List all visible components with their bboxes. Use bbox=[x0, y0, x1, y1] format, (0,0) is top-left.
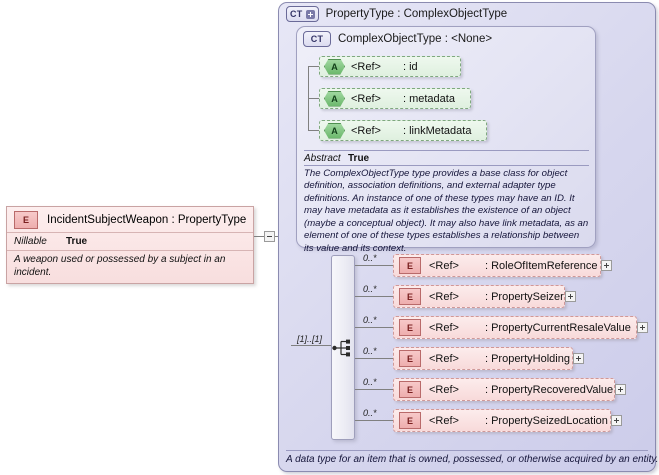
element-ref-label: <Ref> bbox=[429, 383, 459, 396]
element-expand-toggle[interactable] bbox=[611, 415, 622, 426]
nillable-label: Nillable bbox=[14, 236, 47, 247]
base-type-badge-icon[interactable]: CT bbox=[303, 31, 331, 47]
attribute-badge-icon: A bbox=[324, 58, 345, 75]
connector-def-to-toggle bbox=[254, 236, 264, 237]
attribute-ref-label: <Ref> bbox=[351, 92, 381, 105]
element-expand-toggle[interactable] bbox=[573, 353, 584, 364]
attribute-branch-2 bbox=[308, 98, 319, 99]
connector-element-3 bbox=[355, 327, 393, 328]
element-badge-icon: E bbox=[14, 210, 38, 229]
element-row[interactable]: E <Ref> : PropertyRecoveredValue bbox=[393, 378, 615, 401]
collapse-toggle[interactable] bbox=[264, 231, 275, 242]
connector-element-2 bbox=[355, 296, 393, 297]
element-definition-header: E IncidentSubjectWeapon : PropertyType bbox=[7, 207, 253, 233]
connector-panel-to-compositor bbox=[291, 345, 331, 346]
element-row[interactable]: E <Ref> : PropertySeizer bbox=[393, 285, 565, 308]
connector-element-6 bbox=[355, 420, 393, 421]
element-badge-icon: E bbox=[399, 381, 421, 398]
complex-type-badge-icon[interactable]: CT bbox=[286, 6, 319, 22]
attribute-ref-label: <Ref> bbox=[351, 60, 381, 73]
attribute-ref-label: <Ref> bbox=[351, 124, 381, 137]
attribute-branch-1 bbox=[308, 66, 319, 67]
abstract-property-row: Abstract True bbox=[304, 150, 589, 166]
complex-type-panel-caption: A data type for an item that is owned, p… bbox=[286, 450, 658, 465]
element-definition-title: IncidentSubjectWeapon : PropertyType bbox=[47, 213, 247, 226]
element-badge-icon: E bbox=[399, 350, 421, 367]
connector-element-5 bbox=[355, 389, 393, 390]
complex-type-panel-title: PropertyType : ComplexObjectType bbox=[325, 8, 508, 20]
attribute-badge-icon: A bbox=[324, 90, 345, 107]
attribute-row[interactable]: A <Ref> : metadata bbox=[319, 88, 471, 109]
element-name: : PropertySeizedLocation bbox=[484, 414, 608, 427]
element-row[interactable]: E <Ref> : PropertyHolding bbox=[393, 347, 573, 370]
element-expand-toggle[interactable] bbox=[615, 384, 626, 395]
base-type-panel-header: CT ComplexObjectType : <None> bbox=[303, 31, 492, 47]
complex-type-panel-header: CT PropertyType : ComplexObjectType bbox=[286, 6, 507, 22]
element-row[interactable]: E <Ref> : PropertyCurrentResaleValue bbox=[393, 316, 637, 339]
expand-plus-icon[interactable] bbox=[305, 9, 315, 19]
sequence-compositor[interactable] bbox=[331, 255, 355, 440]
sequence-icon bbox=[332, 339, 350, 356]
element-cardinality: 0..* bbox=[363, 253, 377, 263]
element-cardinality: 0..* bbox=[363, 408, 377, 418]
element-name: : PropertyRecoveredValue bbox=[484, 383, 614, 396]
nillable-property-row: Nillable True bbox=[7, 233, 253, 251]
element-row[interactable]: E <Ref> : RoleOfItemReference bbox=[393, 254, 601, 277]
attribute-row[interactable]: A <Ref> : id bbox=[319, 56, 461, 77]
element-cardinality: 0..* bbox=[363, 284, 377, 294]
complex-type-badge-text: CT bbox=[290, 9, 303, 19]
element-cardinality: 0..* bbox=[363, 377, 377, 387]
attribute-name: : metadata bbox=[402, 92, 455, 105]
compositor-cardinality: [1]..[1] bbox=[297, 334, 323, 344]
base-type-documentation-text: The ComplexObjectType type provides a ba… bbox=[304, 168, 589, 254]
connector-element-1 bbox=[355, 265, 393, 266]
element-name: : PropertyHolding bbox=[484, 352, 570, 365]
connector-element-4 bbox=[355, 358, 393, 359]
attribute-branch-3 bbox=[308, 130, 319, 131]
attribute-name: : linkMetadata bbox=[402, 124, 472, 137]
element-expand-toggle[interactable] bbox=[565, 291, 576, 302]
element-badge-icon: E bbox=[399, 288, 421, 305]
element-badge-icon: E bbox=[399, 319, 421, 336]
base-type-panel-title: ComplexObjectType : <None> bbox=[338, 33, 493, 45]
element-cardinality: 0..* bbox=[363, 315, 377, 325]
element-row[interactable]: E <Ref> : PropertySeizedLocation bbox=[393, 409, 611, 432]
base-type-documentation-block: Abstract True The ComplexObjectType type… bbox=[304, 150, 589, 255]
element-badge-icon: E bbox=[399, 257, 421, 274]
element-cardinality: 0..* bbox=[363, 346, 377, 356]
element-definition-documentation: A weapon used or possessed by a subject … bbox=[14, 254, 226, 278]
abstract-label: Abstract bbox=[304, 152, 341, 164]
element-ref-label: <Ref> bbox=[429, 290, 459, 303]
element-expand-toggle[interactable] bbox=[601, 260, 612, 271]
abstract-value: True bbox=[348, 152, 370, 164]
element-badge-icon: E bbox=[399, 412, 421, 429]
element-name: : PropertyCurrentResaleValue bbox=[484, 321, 631, 334]
element-ref-label: <Ref> bbox=[429, 259, 459, 272]
element-expand-toggle[interactable] bbox=[637, 322, 648, 333]
attribute-badge-icon: A bbox=[324, 122, 345, 139]
nillable-value: True bbox=[66, 236, 88, 247]
element-name: : PropertySeizer bbox=[484, 290, 564, 303]
element-ref-label: <Ref> bbox=[429, 352, 459, 365]
attribute-row[interactable]: A <Ref> : linkMetadata bbox=[319, 120, 487, 141]
element-definition-box[interactable]: E IncidentSubjectWeapon : PropertyType N… bbox=[6, 206, 254, 284]
attribute-name: : id bbox=[402, 60, 418, 73]
element-ref-label: <Ref> bbox=[429, 321, 459, 334]
element-ref-label: <Ref> bbox=[429, 414, 459, 427]
element-name: : RoleOfItemReference bbox=[484, 259, 598, 272]
